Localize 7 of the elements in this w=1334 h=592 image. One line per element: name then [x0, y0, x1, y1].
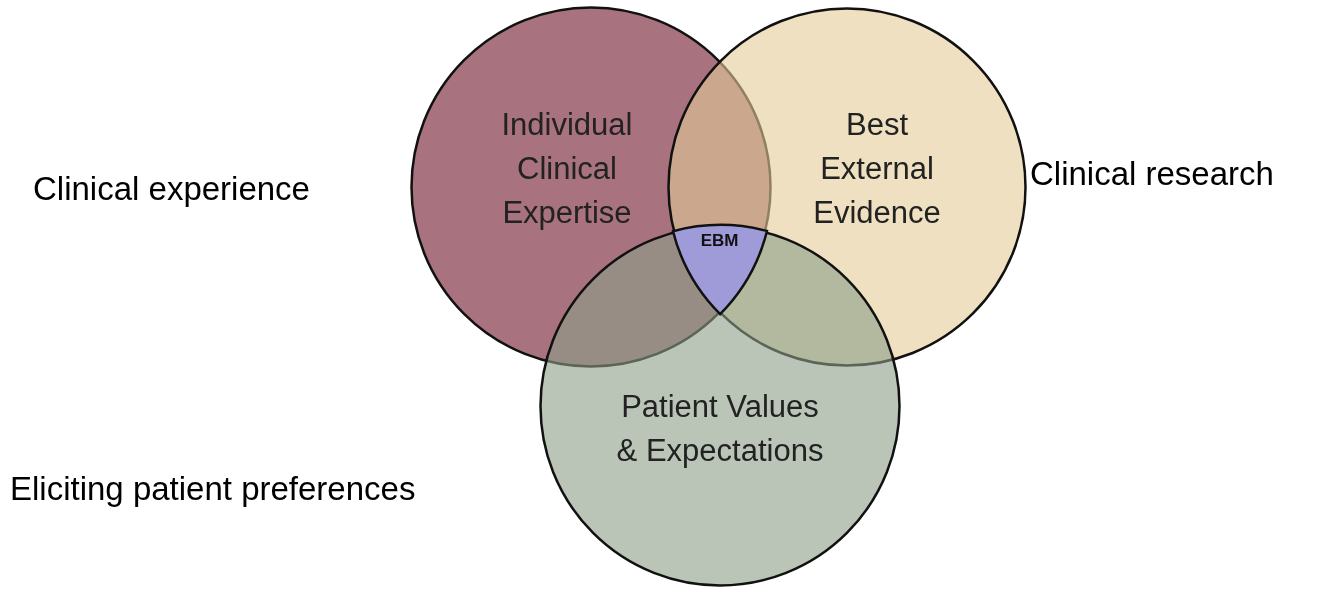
- circle-label: Best External Evidence: [812, 106, 942, 232]
- region-label: EBM: [699, 231, 740, 252]
- circle-label: Patient Values & Expectations: [615, 388, 825, 470]
- side-caption: Clinical experience: [33, 170, 310, 208]
- side-caption: Eliciting patient preferences: [10, 470, 416, 508]
- circle-label: Individual Clinical Expertise: [500, 106, 634, 232]
- side-caption: Clinical research: [1030, 155, 1274, 193]
